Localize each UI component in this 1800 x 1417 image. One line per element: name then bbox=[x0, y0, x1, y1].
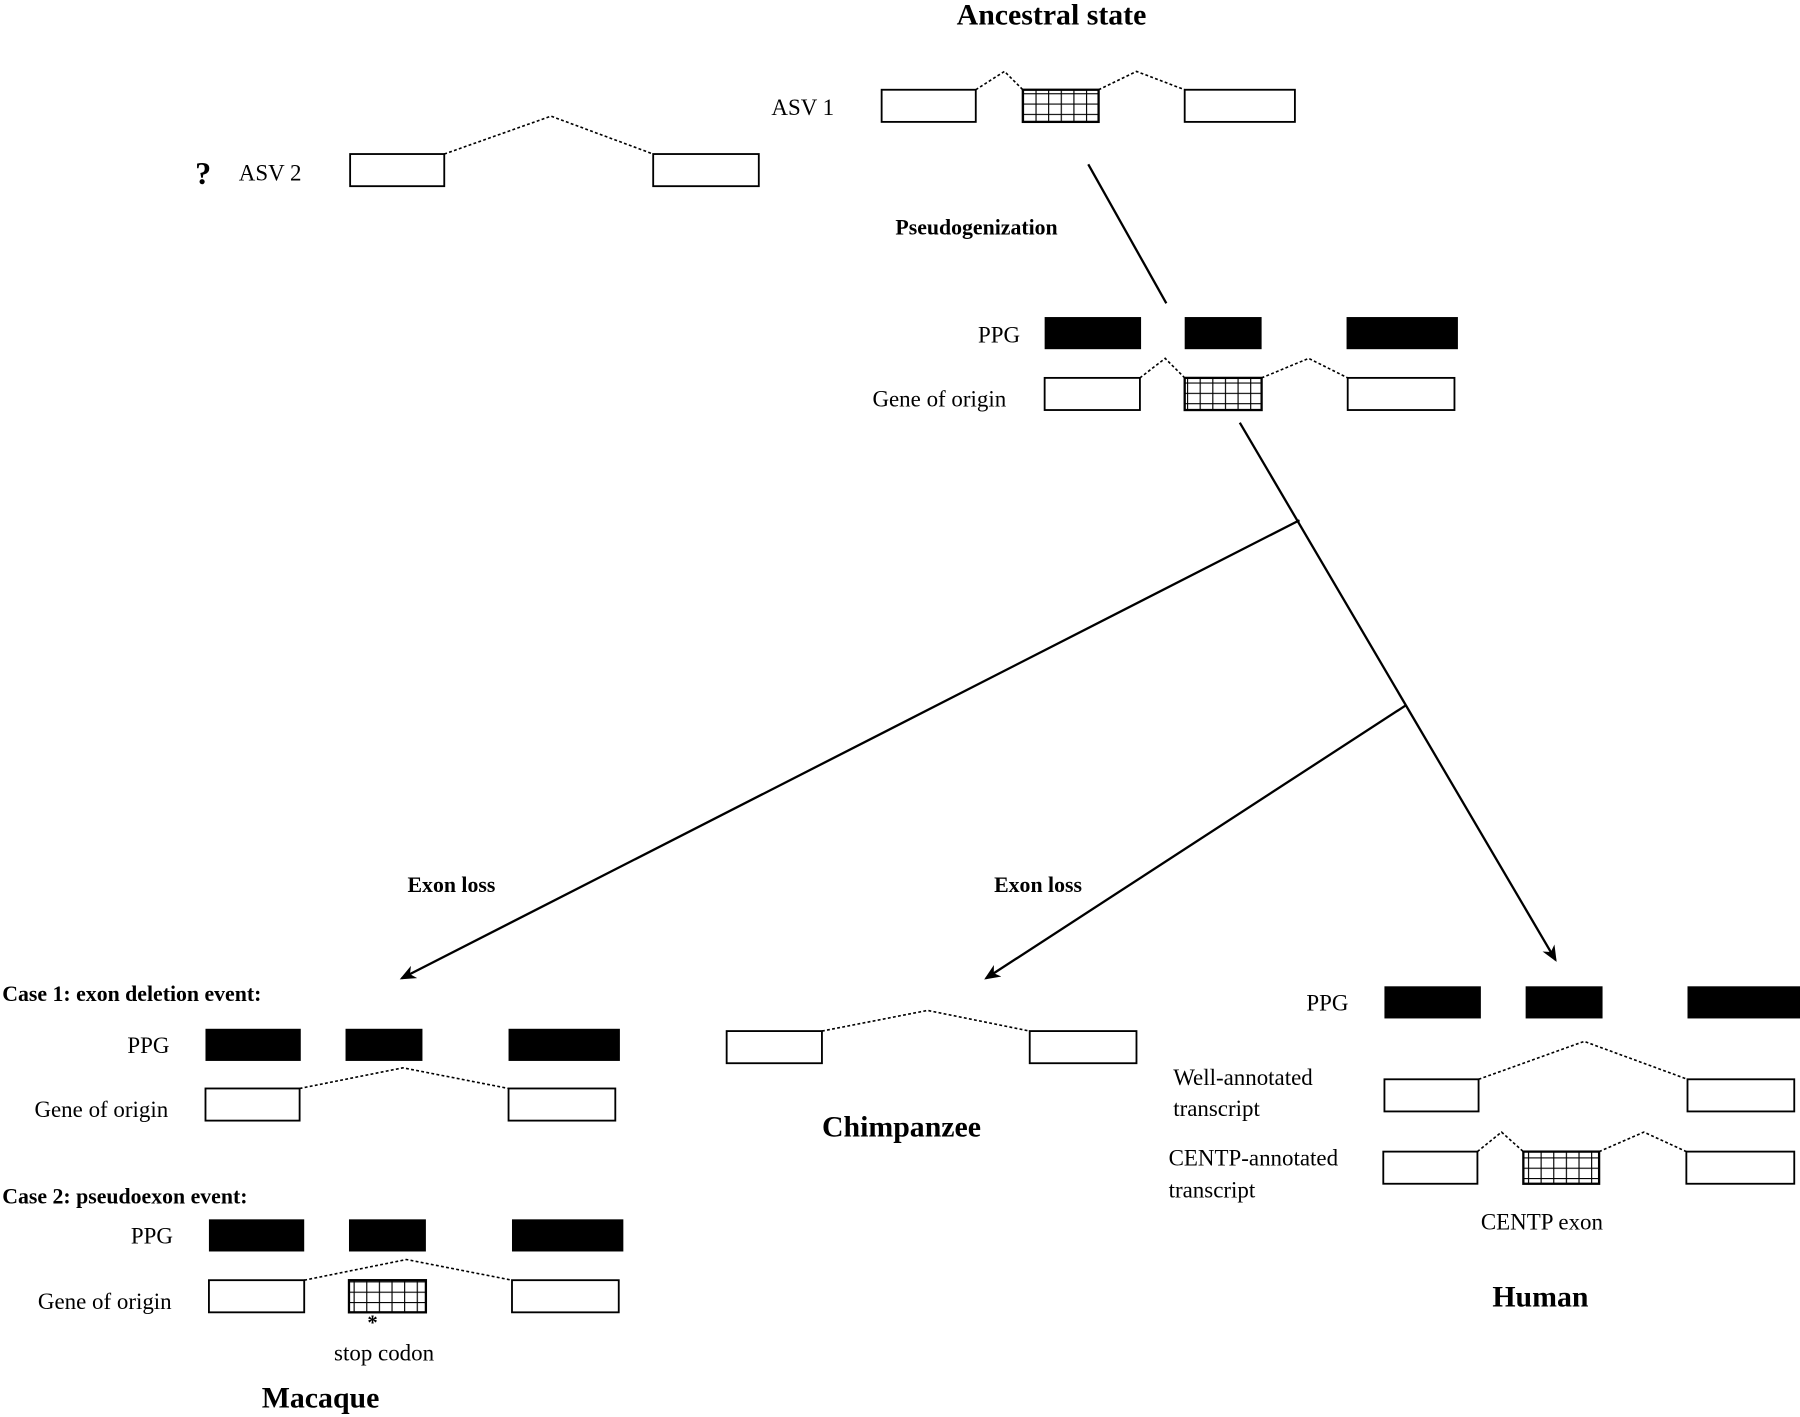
ppg-label: PPG bbox=[978, 322, 1020, 347]
gene-of-origin-label: Gene of origin bbox=[34, 1097, 168, 1122]
chimpanzee-panel: Chimpanzee bbox=[725, 1009, 1138, 1144]
centp-exon-label: CENTP exon bbox=[1481, 1210, 1604, 1235]
asv2-label: ASV 2 bbox=[239, 160, 302, 185]
chimpanzee-label: Chimpanzee bbox=[822, 1111, 981, 1144]
macaque-panel: Case 1: exon deletion event: PPG Gene of… bbox=[2, 982, 624, 1415]
asv1-label: ASV 1 bbox=[771, 95, 834, 120]
macaque-label: Macaque bbox=[262, 1382, 380, 1415]
gene-of-origin-label: Gene of origin bbox=[872, 387, 1006, 412]
case2-label: Case 2: pseudoexon event: bbox=[2, 1184, 247, 1208]
well-annotated-label-1: Well-annotated bbox=[1173, 1065, 1313, 1090]
title: Ancestral state bbox=[957, 0, 1147, 31]
human-label: Human bbox=[1492, 1281, 1589, 1314]
gene-of-origin-label: Gene of origin bbox=[38, 1289, 172, 1314]
centp-annotated-label-2: transcript bbox=[1169, 1178, 1256, 1203]
pseudogenization-label: Pseudogenization bbox=[895, 215, 1057, 239]
asv2-gene: ? ASV 2 bbox=[195, 115, 760, 191]
exon-loss-macaque: Exon loss bbox=[408, 873, 496, 897]
stop-codon-label: stop codon bbox=[334, 1341, 435, 1366]
exon-loss-chimp: Exon loss bbox=[994, 873, 1082, 897]
ppg-label: PPG bbox=[127, 1033, 169, 1058]
stop-codon-star: * bbox=[367, 1313, 377, 1335]
human-panel: PPG Well-annotated transcript CENTP-anno… bbox=[1169, 986, 1800, 1314]
case1-label: Case 1: exon deletion event: bbox=[2, 982, 261, 1006]
well-annotated-label-2: transcript bbox=[1173, 1096, 1260, 1121]
asv1-gene: ASV 1 bbox=[771, 70, 1296, 124]
question-mark: ? bbox=[195, 155, 211, 191]
ppg-label: PPG bbox=[131, 1223, 173, 1248]
ppg-label: PPG bbox=[1306, 990, 1348, 1015]
centp-annotated-label-1: CENTP-annotated bbox=[1169, 1145, 1339, 1170]
